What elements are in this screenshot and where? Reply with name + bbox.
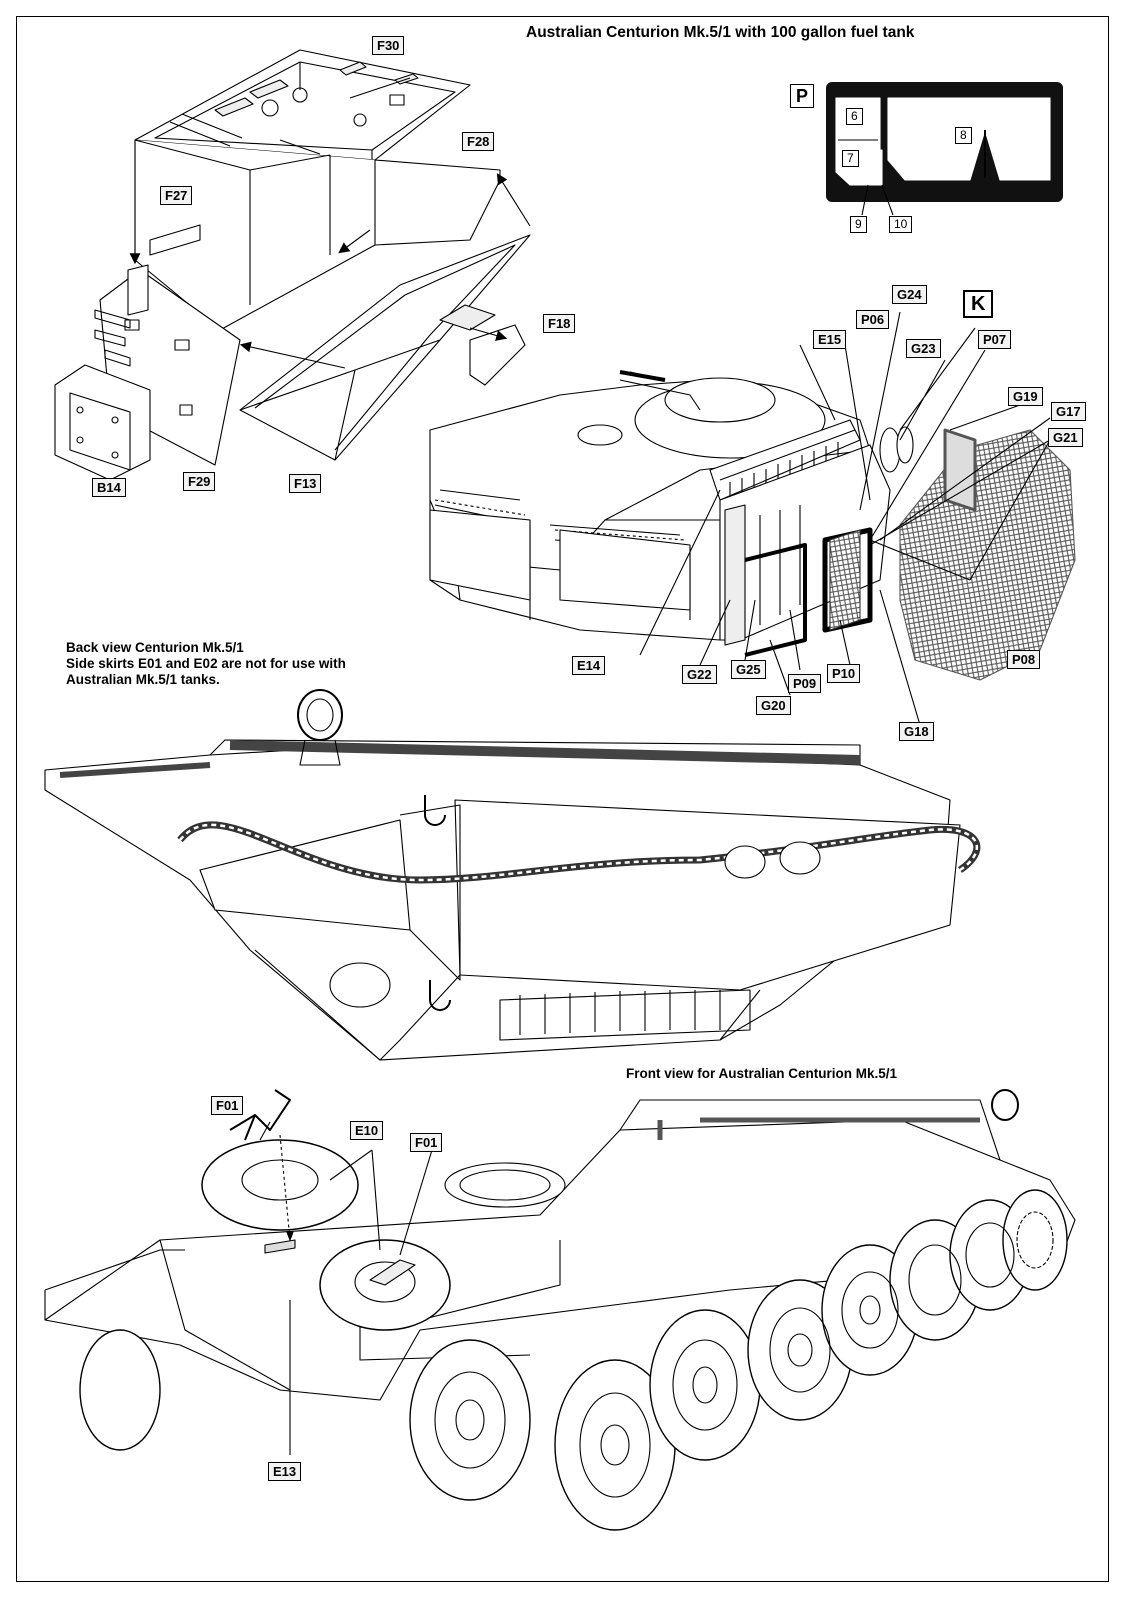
photo-etch-fret-drawing xyxy=(826,82,1063,216)
front-view-drawing xyxy=(44,1089,1076,1531)
back-view-caption-line1: Back view Centurion Mk.5/1 xyxy=(66,640,244,655)
part-label-f18: F18 xyxy=(543,314,576,333)
page-border xyxy=(16,16,1109,1582)
part-label-p08: P08 xyxy=(1007,650,1041,669)
part-label-f27: F27 xyxy=(160,186,193,205)
back-view-caption-line3: Australian Mk.5/1 tanks. xyxy=(66,672,220,687)
rear-deck-drawing xyxy=(429,311,1076,726)
fret-part-7: 7 xyxy=(842,150,859,167)
front-view-caption: Front view for Australian Centurion Mk.5… xyxy=(626,1066,898,1081)
back-view-caption-line2: Side skirts E01 and E02 are not for use … xyxy=(66,656,346,671)
part-label-g22: G22 xyxy=(682,665,717,684)
part-label-b14: B14 xyxy=(92,478,126,497)
sprue-letter-k: K xyxy=(963,290,994,318)
fuel-tank-drawing xyxy=(54,49,531,481)
part-label-g24: G24 xyxy=(892,285,927,304)
part-label-e10: E10 xyxy=(350,1121,384,1140)
part-label-f28: F28 xyxy=(462,132,495,151)
part-label-g19: G19 xyxy=(1008,387,1043,406)
part-label-f29: F29 xyxy=(183,472,216,491)
part-label-e13: E13 xyxy=(268,1462,302,1481)
part-label-f01-left: F01 xyxy=(211,1096,244,1115)
part-label-f01-right: F01 xyxy=(410,1133,443,1152)
fret-part-8: 8 xyxy=(955,127,972,144)
fret-part-9: 9 xyxy=(850,216,867,233)
part-label-p09: P09 xyxy=(788,674,822,693)
fret-letter-label: P xyxy=(790,84,815,108)
part-label-e14: E14 xyxy=(572,656,606,675)
fret-part-6: 6 xyxy=(846,108,863,125)
part-label-g23: G23 xyxy=(906,339,941,358)
part-label-g21: G21 xyxy=(1048,428,1083,447)
part-label-p10: P10 xyxy=(827,664,861,683)
part-label-g25: G25 xyxy=(731,660,766,679)
back-view-drawing xyxy=(44,689,981,1061)
part-label-p06: P06 xyxy=(856,310,890,329)
part-label-p07: P07 xyxy=(978,330,1012,349)
sheet-title: Australian Centurion Mk.5/1 with 100 gal… xyxy=(526,24,915,41)
part-label-g18: G18 xyxy=(899,722,934,741)
fret-part-10: 10 xyxy=(889,216,913,233)
part-label-g20: G20 xyxy=(756,696,791,715)
part-label-g17: G17 xyxy=(1051,402,1086,421)
part-label-f30: F30 xyxy=(372,36,405,55)
part-label-e15: E15 xyxy=(813,330,847,349)
part-label-f13: F13 xyxy=(289,474,322,493)
